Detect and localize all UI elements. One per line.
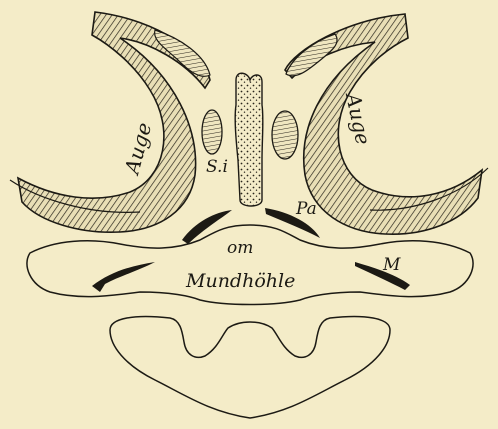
palatine-left-mark xyxy=(182,210,232,244)
right-eye-inner-tip xyxy=(286,34,337,76)
label-muscle: M xyxy=(382,255,401,275)
mouth-cavity-outline xyxy=(27,225,473,305)
label-mouth-cavity: Mundhöhle xyxy=(185,270,295,292)
lower-jaw-outline xyxy=(110,317,390,419)
muscle-left-mark xyxy=(92,262,155,292)
label-oral-mark: om xyxy=(227,238,253,258)
label-septum: S.i xyxy=(206,157,228,177)
label-eye-right: Auge xyxy=(341,89,376,147)
sinus-right-oval xyxy=(272,111,298,159)
interorbital-septum xyxy=(235,73,263,206)
sinus-left-oval xyxy=(202,110,222,154)
label-eye-left: Auge xyxy=(119,120,156,178)
label-palatine: Pa xyxy=(295,199,317,219)
